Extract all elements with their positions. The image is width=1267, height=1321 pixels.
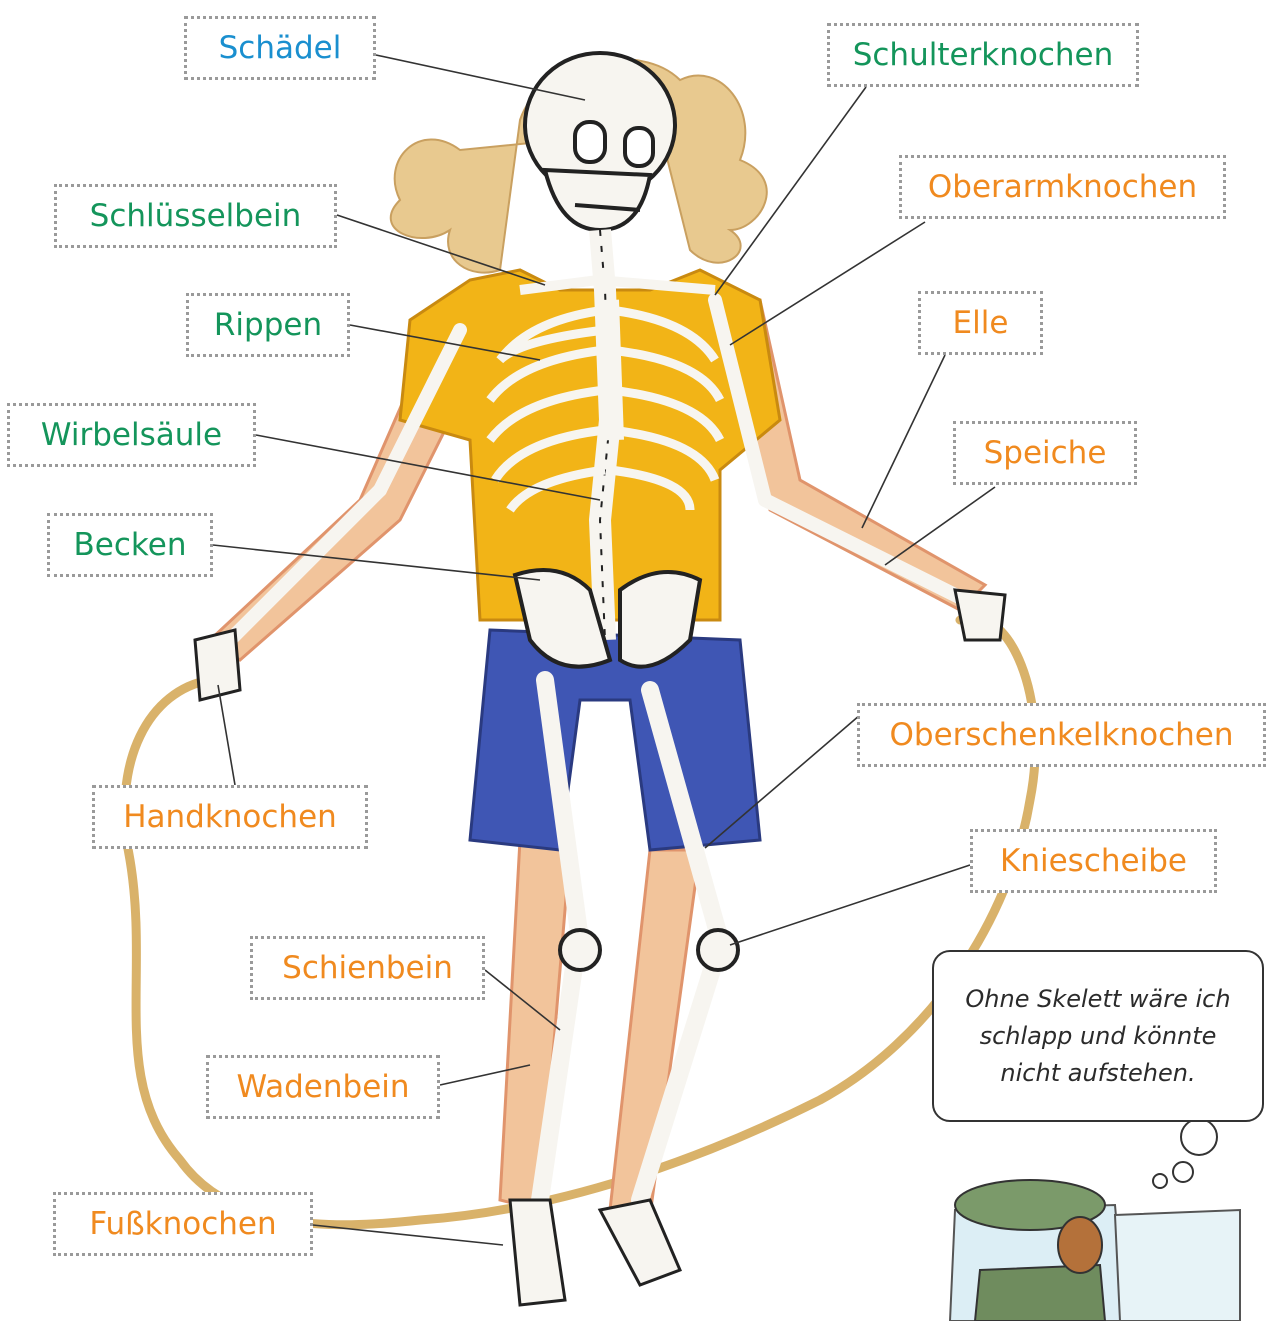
label-shoulder-blade: Schulterknochen [827,23,1139,87]
thought-circle-large [1181,1119,1217,1155]
label-shin-bone: Schienbein [250,936,485,1000]
label-foot-bones: Fußknochen [53,1192,313,1256]
hand-left [195,630,240,700]
label-upper-arm: Oberarmknochen [899,155,1226,219]
kneecap-right [698,930,738,970]
thought-line-3: nicht aufstehen. [1000,1055,1195,1092]
label-spine: Wirbelsäule [7,403,256,467]
label-ulna: Elle [918,291,1043,355]
label-skull: Schädel [184,16,376,80]
thought-circle-medium [1173,1162,1193,1182]
thought-circle-small [1153,1174,1167,1188]
skull-bone [525,53,675,230]
legs-skin [500,840,700,1215]
label-fibula: Wadenbein [206,1055,440,1119]
label-collarbone: Schlüsselbein [54,184,337,248]
label-radius: Speiche [953,421,1137,485]
foot-right [600,1200,680,1285]
hand-right [955,590,1005,640]
thought-line-1: Ohne Skelett wäre ich [965,981,1230,1018]
sleeping-character [950,1180,1240,1321]
label-pelvis: Becken [47,513,213,577]
thought-bubble: Ohne Skelett wäre ich schlapp und könnte… [932,950,1264,1122]
kneecap-left [560,930,600,970]
label-kneecap: Kniescheibe [970,829,1217,893]
thought-line-2: schlapp und könnte [980,1018,1217,1055]
shorts [470,630,760,850]
label-ribs: Rippen [186,293,350,357]
label-hand-bones: Handknochen [92,785,368,849]
foot-left [510,1200,565,1305]
label-femur: Oberschenkelknochen [857,703,1266,767]
